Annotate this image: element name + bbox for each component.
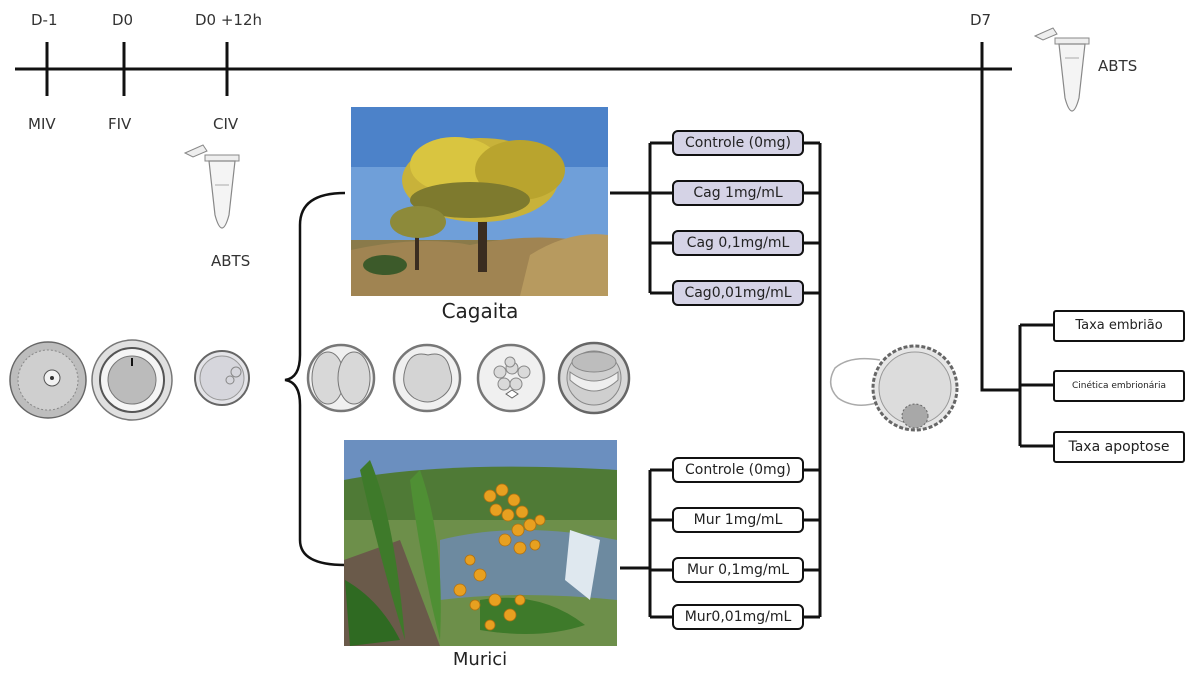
cagaita-photo <box>351 107 608 296</box>
cagaita-treatment-1: Cag 1mg/mL <box>672 180 804 206</box>
outcome-embryo-kinetics: Cinética embrionária <box>1053 370 1185 402</box>
blastocyst-icon <box>557 341 631 415</box>
timeline <box>15 42 1012 96</box>
outcome-apoptosis-rate: Taxa apoptose <box>1053 431 1185 463</box>
matured-oocyte-icon <box>91 339 173 421</box>
timeline-label-d-1: D-1 <box>31 11 58 29</box>
cagaita-treatment-control: Controle (0mg) <box>672 130 804 156</box>
timeline-label-d0: D0 <box>112 11 134 29</box>
murici-treatment-0-1: Mur 0,1mg/mL <box>672 557 804 583</box>
murici-treatment-1: Mur 1mg/mL <box>672 507 804 533</box>
cagaita-bracket <box>610 141 672 295</box>
murici-photo <box>344 440 617 646</box>
outcome-connector <box>980 69 1053 448</box>
outcome-embryo-rate: Taxa embrião <box>1053 310 1185 342</box>
four-cell-embryo-icon <box>392 343 462 413</box>
cagaita-treatment-0-1: Cag 0,1mg/mL <box>672 230 804 256</box>
oocyte-icon <box>9 341 87 419</box>
two-cell-embryo-icon <box>306 343 376 413</box>
curly-brace <box>284 191 346 567</box>
murici-caption: Murici <box>452 649 508 670</box>
abts-label-top: ABTS <box>1098 57 1138 75</box>
cagaita-caption: Cagaita <box>441 299 519 323</box>
timeline-label-d7: D7 <box>970 11 992 29</box>
cagaita-treatment-0-01: Cag0,01mg/mL <box>672 280 804 306</box>
timeline-label-d0-12h: D0 +12h <box>195 11 263 29</box>
abts-label-left: ABTS <box>211 252 251 270</box>
murici-treatment-control: Controle (0mg) <box>672 457 804 483</box>
hatching-blastocyst-icon <box>829 344 959 432</box>
tube-icon-top <box>1033 27 1090 112</box>
timeline-label-fiv: FIV <box>108 115 132 133</box>
timeline-label-civ: CIV <box>213 115 239 133</box>
murici-treatment-0-01: Mur0,01mg/mL <box>672 604 804 630</box>
zygote-icon <box>194 350 250 406</box>
murici-bracket <box>620 468 672 619</box>
tube-icon-left <box>183 144 240 229</box>
morula-icon <box>476 343 546 413</box>
timeline-label-miv: MIV <box>28 115 56 133</box>
right-collector <box>804 141 822 619</box>
